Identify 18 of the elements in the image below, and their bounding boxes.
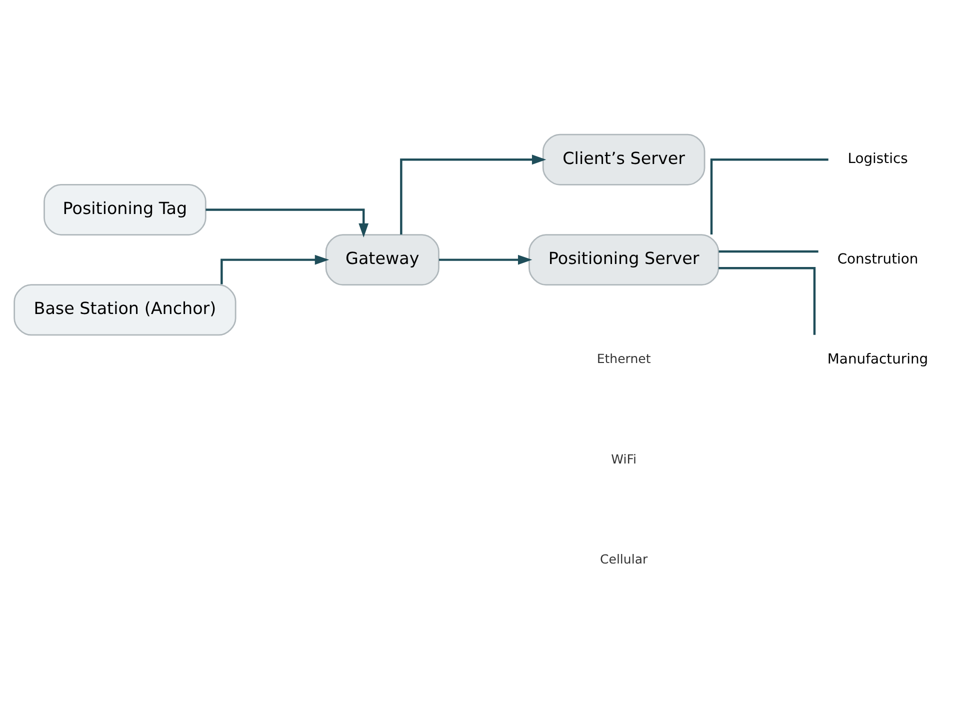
connector xyxy=(718,250,818,252)
arrow xyxy=(439,254,532,264)
node-box: Base Station (Anchor) xyxy=(14,284,236,336)
node-text: Logistics xyxy=(848,150,908,167)
connector xyxy=(710,158,828,234)
connector xyxy=(718,266,816,334)
node-box: Positioning Tag xyxy=(44,183,206,235)
node-box: Gateway xyxy=(325,234,440,286)
node-text: Constrution xyxy=(837,250,918,267)
arrow xyxy=(220,254,330,284)
label: Ethernet xyxy=(596,350,651,366)
node-text: Manufacturing xyxy=(827,350,928,367)
arrow xyxy=(206,208,369,238)
label: WiFi xyxy=(611,450,637,466)
label: Cellular xyxy=(600,550,648,566)
node-box: Positioning Server xyxy=(528,234,720,286)
node-box: Client’s Server xyxy=(542,133,706,185)
arrow xyxy=(400,154,546,234)
